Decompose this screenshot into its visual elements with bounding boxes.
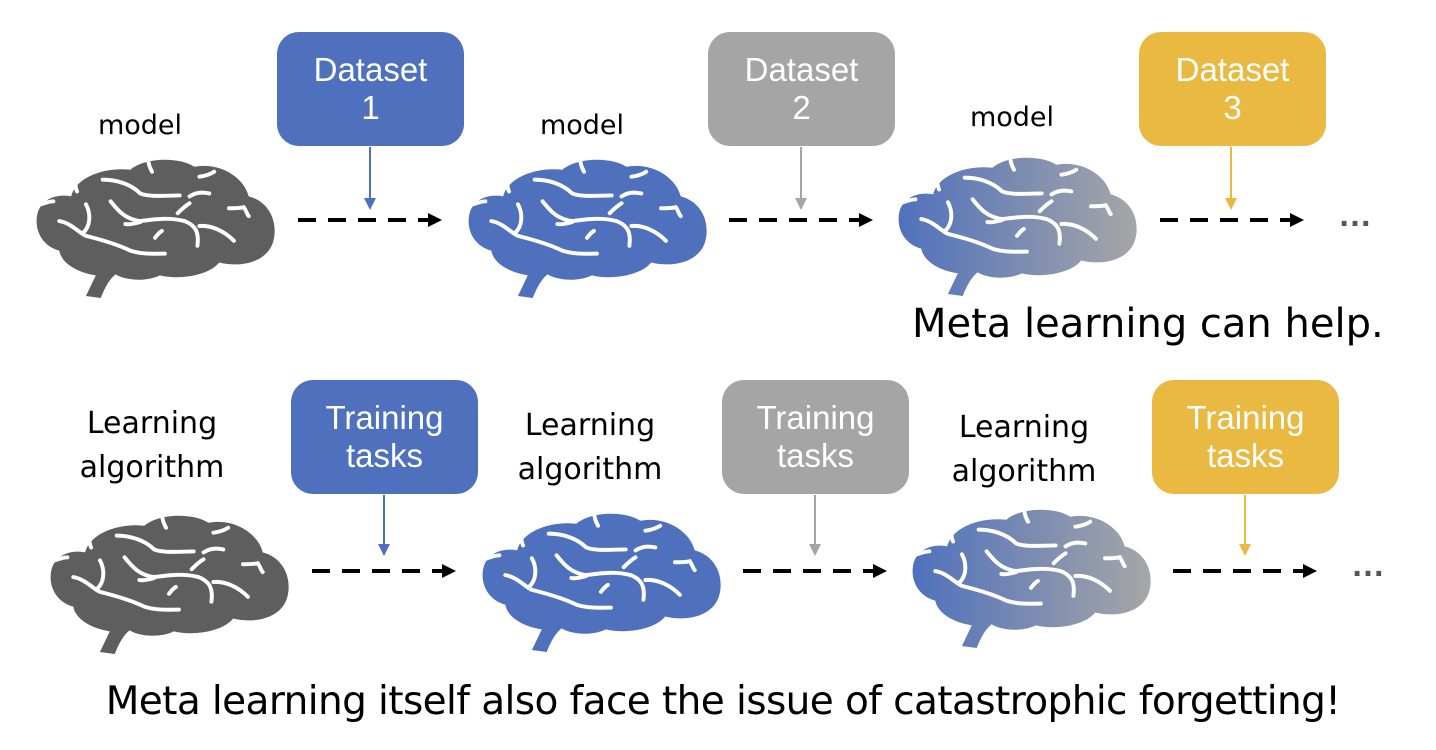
down-arrow-head-icon [795,198,807,210]
stage-label-line-1: Learning [86,406,218,441]
stage-label: Learning algorithm [52,402,252,490]
down-arrow-head-icon [1239,544,1251,556]
down-arrow-head-icon [1225,198,1237,210]
training-tasks-box-1: Training tasks [291,380,478,494]
stage-label: model [60,108,220,144]
box-line-2: tasks [345,437,424,474]
dashed-arrow-line [1173,569,1303,573]
box-line-2: 3 [1223,89,1242,126]
box-line-1: Dataset [1175,51,1290,88]
box-line-2: tasks [1206,437,1285,474]
dashed-arrow-head-icon [873,564,887,578]
dataset-box-1: Dataset 1 [277,32,464,146]
training-tasks-box-2: Training tasks [722,380,909,494]
stage-label-line-2: algorithm [517,452,663,487]
stage-label: model [932,100,1092,136]
box-line-1: Training [1186,399,1305,436]
down-arrow-head-icon [809,544,821,556]
box-line-2: tasks [776,437,855,474]
brain-icon-dark [44,508,294,656]
brain-icon-dark [30,152,280,300]
box-line-2: 2 [792,89,811,126]
stage-label-text: model [539,110,625,141]
caption-meta-learning-can-help: Meta learning can help. [912,301,1384,347]
stage-label-text: model [97,110,183,141]
down-arrow-line [814,495,816,545]
dashed-arrow-line [743,569,873,573]
stage-label-line-1: Learning [524,408,656,443]
dataset-box-3: Dataset 3 [1139,32,1326,146]
stage-label: Learning algorithm [490,404,690,492]
down-arrow-line [369,147,371,199]
dashed-arrow-head-icon [1303,564,1317,578]
box-line-1: Training [756,399,875,436]
continuation-ellipsis: … [1338,196,1375,234]
down-arrow-line [1244,495,1246,545]
stage-label-text: model [969,102,1055,133]
brain-icon-blue [462,152,712,300]
dashed-arrow-line [298,218,428,222]
stage-label-line-2: algorithm [79,450,225,485]
dashed-arrow-line [729,218,859,222]
down-arrow-line [1230,147,1232,199]
down-arrow-line [800,147,802,199]
box-line-1: Dataset [744,51,859,88]
down-arrow-line [383,495,385,545]
stage-label: model [502,108,662,144]
box-line-1: Training [325,399,444,436]
stage-label-line-2: algorithm [951,454,1097,489]
caption-catastrophic-forgetting: Meta learning itself also face the issue… [105,679,1341,724]
down-arrow-head-icon [364,198,376,210]
dashed-arrow-head-icon [442,564,456,578]
dashed-arrow-head-icon [859,213,873,227]
box-line-1: Dataset [313,51,428,88]
dashed-arrow-head-icon [428,213,442,227]
dashed-arrow-line [1160,218,1290,222]
stage-label: Learning algorithm [924,406,1124,494]
down-arrow-head-icon [378,544,390,556]
continuation-ellipsis: … [1351,546,1388,584]
box-line-2: 1 [361,89,380,126]
dashed-arrow-head-icon [1290,213,1304,227]
dashed-arrow-line [312,569,442,573]
brain-icon-blue [476,506,726,654]
stage-label-line-1: Learning [958,410,1090,445]
brain-icon-gradient [892,150,1142,298]
dataset-box-2: Dataset 2 [708,32,895,146]
brain-icon-gradient [906,502,1156,650]
training-tasks-box-3: Training tasks [1152,380,1339,494]
